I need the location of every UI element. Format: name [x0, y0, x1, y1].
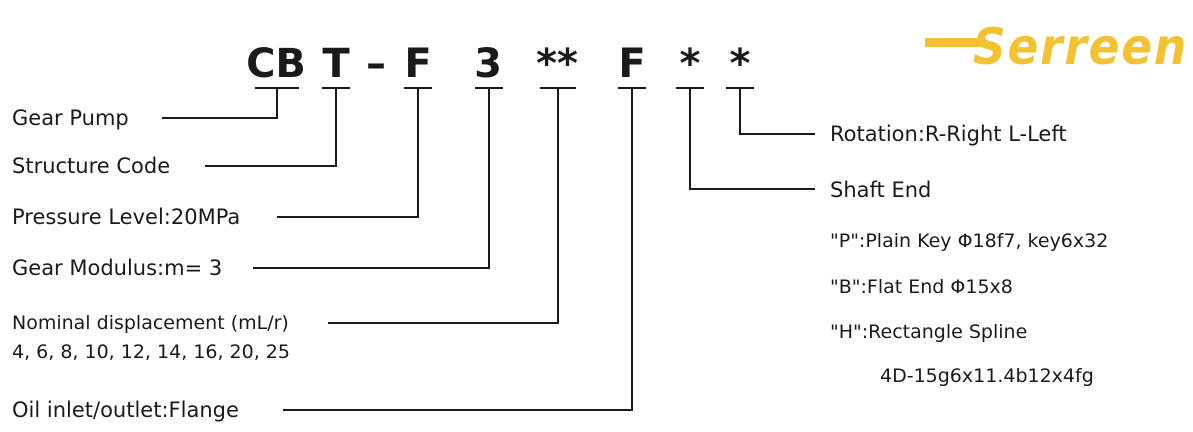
- leader-rotation: [739, 88, 815, 135]
- label-pressure-level: Pressure Level:20MPa: [12, 205, 241, 229]
- label-displacement-values: 4, 6, 8, 10, 12, 14, 16, 20, 25: [12, 341, 290, 363]
- label-shaft-end: Shaft End: [830, 178, 932, 202]
- code-cb: CB: [246, 41, 306, 87]
- code-f2: F: [618, 41, 646, 87]
- code-f1: F: [404, 41, 432, 87]
- code-star2: *: [729, 41, 751, 87]
- serreen-logo: Serreen: [925, 12, 1190, 78]
- label-gear-pump: Gear Pump: [12, 106, 129, 130]
- leader-gear-modulus: [253, 88, 490, 269]
- leader-pressure-level: [277, 88, 419, 218]
- shaft-option-h-detail: 4D-15g6x11.4b12x4fg: [880, 365, 1094, 387]
- leader-structure-code: [205, 88, 337, 167]
- label-structure-code: Structure Code: [12, 154, 171, 178]
- leader-shaft-end: [689, 88, 815, 190]
- code-3: 3: [474, 41, 502, 87]
- label-nominal-displacement: Nominal displacement (mL/r): [12, 312, 289, 334]
- code-star1: *: [679, 41, 701, 87]
- leader-gear-pump: [162, 88, 278, 119]
- label-oil-inlet: Oil inlet/outlet:Flange: [12, 398, 239, 422]
- label-gear-modulus: Gear Modulus:m= 3: [12, 256, 223, 280]
- code-t: T: [322, 41, 350, 87]
- label-rotation: Rotation:R-Right L-Left: [830, 122, 1067, 146]
- leader-nominal-displacement: [328, 88, 559, 324]
- leader-oil-inlet: [283, 88, 633, 411]
- logo-text: Serreen: [973, 18, 1188, 74]
- code-displacement-stars: **: [536, 41, 578, 87]
- shaft-option-b: "B":Flat End Φ15x8: [830, 276, 1013, 298]
- shaft-option-h: "H":Rectangle Spline: [830, 321, 1028, 343]
- shaft-option-p: "P":Plain Key Φ18f7, key6x32: [830, 230, 1109, 252]
- code-dash: –: [366, 41, 386, 87]
